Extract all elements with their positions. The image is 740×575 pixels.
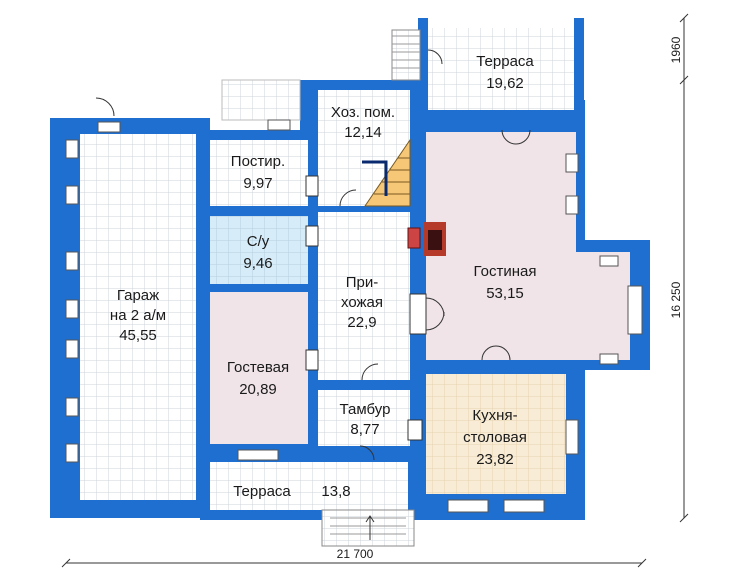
terrace-small-floor [221,79,301,121]
dimension-terrace-depth: 1960 [669,36,683,63]
hallway-area: 22,9 [347,314,376,331]
vestibule-floor [318,390,410,446]
laundry-floor [210,140,308,206]
vestibule-area: 8,77 [350,421,379,438]
terrace-top-area: 19,62 [486,75,524,92]
utility-area: 12,14 [344,124,382,141]
dimension-total-height: 16 250 [669,281,683,318]
living-name: Гостиная [474,263,537,280]
garage-area: 45,55 [119,327,157,344]
hallway-name-1: При- [346,274,379,291]
dimension-lines [61,13,689,568]
garage-floor [80,134,196,500]
terrace-bottom-area: 13,8 [321,483,350,500]
hallway-floor [318,212,410,380]
guest-area: 20,89 [239,381,277,398]
doors [95,49,531,461]
stairs [362,138,411,207]
living-area: 53,15 [486,285,524,302]
windows [65,119,643,513]
terrace-top-name: Терраса [476,53,534,70]
garage-name-2: на 2 а/м [110,307,166,324]
living-room-bay [570,252,630,360]
room-labels: Терраса 19,62 Хоз. пом. 12,14 Постир. 9,… [110,53,537,500]
guest-room-floor [210,292,308,444]
living-room-floor [426,132,576,360]
utility-name: Хоз. пом. [331,104,395,121]
laundry-area: 9,97 [243,175,272,192]
dimension-total-width: 21 700 [337,547,374,561]
garage-name-1: Гараж [117,287,159,304]
vestibule-name: Тамбур [340,401,391,418]
terrace-bottom-name: Терраса [233,483,291,500]
fireplace [407,222,446,256]
terrace-bottom-floor [210,462,408,510]
terrace-top-floor [428,28,574,110]
bathroom-floor [210,216,308,284]
kitchen-name-1: Кухня- [472,407,517,424]
bathroom-name: С/у [247,233,270,250]
entry-steps [321,509,415,547]
terrace-top-steps [391,29,421,81]
laundry-name: Постир. [231,153,285,170]
hallway-name-2: хожая [341,294,383,311]
guest-name: Гостевая [227,359,289,376]
kitchen-floor [426,374,566,494]
kitchen-name-2: столовая [463,429,527,446]
bathroom-area: 9,46 [243,255,272,272]
kitchen-area: 23,82 [476,451,514,468]
